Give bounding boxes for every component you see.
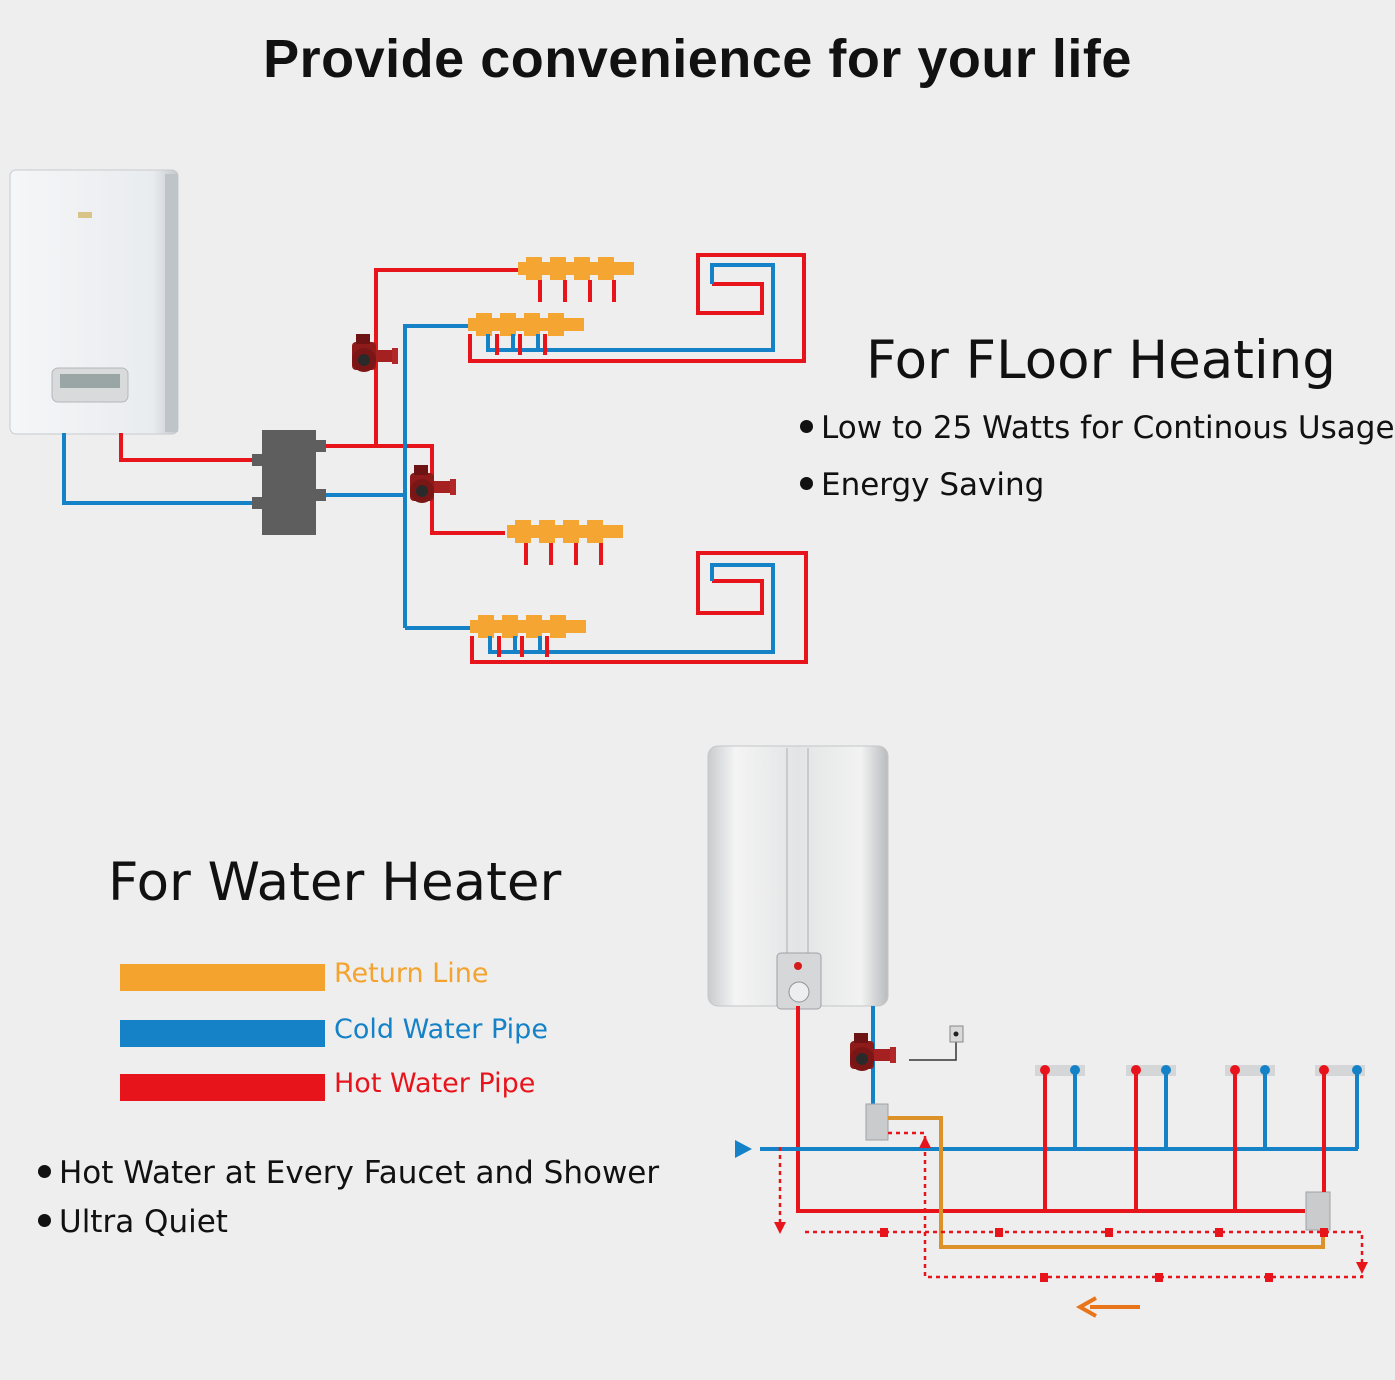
water-tank-icon bbox=[707, 745, 889, 1010]
legend-swatch bbox=[120, 1074, 325, 1101]
flow-arrow-icon bbox=[1075, 1296, 1140, 1318]
manifold-icon bbox=[468, 313, 584, 336]
flow-arrow-icon bbox=[735, 1140, 752, 1158]
page-title: Provide convenience for your life bbox=[263, 29, 1132, 89]
bullet-icon bbox=[38, 1214, 51, 1227]
water-heater-bullet: Ultra Quiet bbox=[38, 1204, 228, 1240]
return-line bbox=[888, 1116, 1325, 1249]
legend-label: Return Line bbox=[334, 958, 489, 989]
bullet-icon bbox=[38, 1165, 51, 1178]
floor-loop-cold bbox=[486, 263, 775, 352]
legend-swatch bbox=[120, 1020, 325, 1047]
floor-loop-cold bbox=[488, 563, 775, 654]
legend-label: Hot Water Pipe bbox=[334, 1068, 536, 1099]
bullet-icon bbox=[800, 420, 813, 433]
water-heater-bullet: Hot Water at Every Faucet and Shower bbox=[38, 1155, 659, 1191]
floor-heating-bullet: Energy Saving bbox=[800, 467, 1044, 503]
hot-pipe bbox=[119, 433, 262, 462]
boiler-icon bbox=[9, 169, 179, 435]
flow-indicator bbox=[778, 1131, 1364, 1279]
cold-pipe bbox=[403, 324, 470, 628]
floor-loop-hot bbox=[470, 551, 808, 664]
hydraulic-separator-icon bbox=[252, 430, 326, 535]
water-heater-heading: For Water Heater bbox=[108, 852, 562, 913]
manifold-icon bbox=[518, 257, 634, 280]
hot-pipe bbox=[374, 268, 520, 446]
faucet-group bbox=[1035, 1065, 1365, 1211]
manifold-icon bbox=[507, 520, 623, 543]
floor-loop-hot bbox=[468, 253, 806, 363]
legend-label: Cold Water Pipe bbox=[334, 1014, 548, 1045]
legend-swatch bbox=[120, 964, 325, 991]
manifold-icon bbox=[470, 615, 586, 638]
bullet-icon bbox=[800, 477, 813, 490]
floor-heating-heading: For FLoor Heating bbox=[866, 330, 1336, 391]
cold-pipe bbox=[62, 433, 262, 505]
floor-heating-bullet: Low to 25 Watts for Continous Usage bbox=[800, 410, 1395, 446]
